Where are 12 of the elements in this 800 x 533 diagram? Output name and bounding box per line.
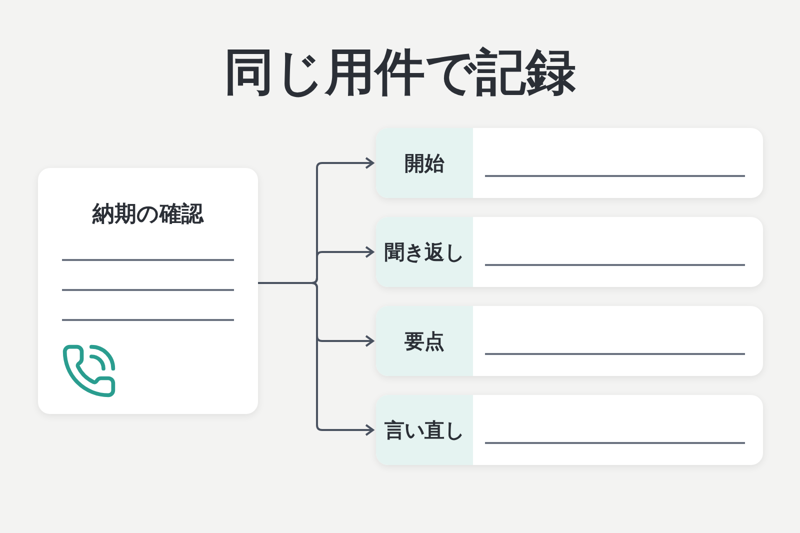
card-heading: 納期の確認 (92, 201, 204, 229)
record-row (376, 395, 763, 465)
note-card (38, 168, 258, 414)
row-label: 言い直し (384, 417, 464, 444)
row-label: 聞き返し (384, 239, 464, 266)
row-label: 開始 (404, 150, 444, 177)
row-label: 要点 (404, 328, 444, 355)
record-row (376, 306, 763, 376)
arrow (258, 282, 374, 436)
record-row (376, 217, 763, 287)
title: 同じ用件で記録 (224, 42, 576, 103)
record-row (376, 128, 763, 198)
